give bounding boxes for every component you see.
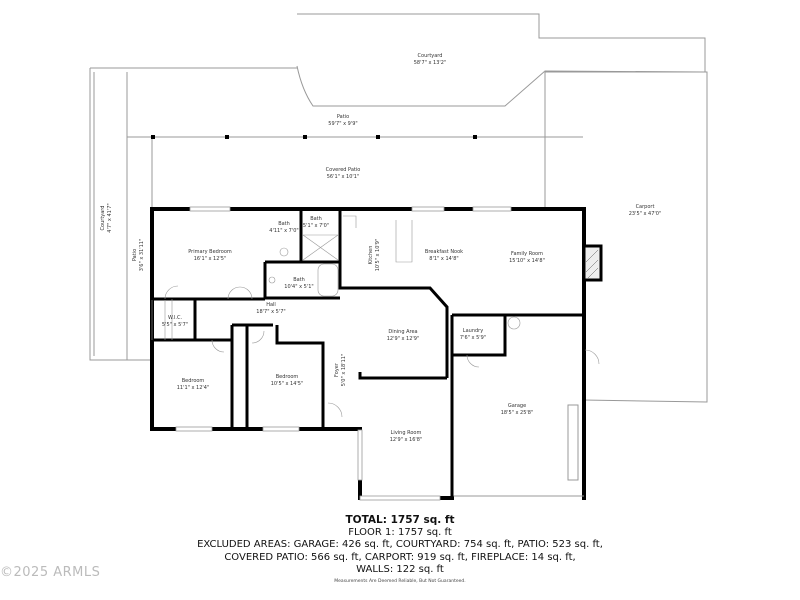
svg-text:59'7" x 9'9": 59'7" x 9'9" <box>328 121 357 127</box>
svg-text:W.I.C.: W.I.C. <box>168 315 183 321</box>
excluded-areas-line-3: WALLS: 122 sq. ft <box>356 564 444 575</box>
svg-text:Carport: Carport <box>636 204 655 210</box>
svg-text:Bedroom: Bedroom <box>182 378 205 384</box>
garage-door-line <box>452 404 584 497</box>
svg-text:16'1" x 12'5": 16'1" x 12'5" <box>194 256 227 262</box>
svg-text:Laundry: Laundry <box>463 328 483 334</box>
excluded-areas-line-2: COVERED PATIO: 566 sq. ft, CARPORT: 919 … <box>224 551 576 563</box>
svg-text:58'7" x 13'2": 58'7" x 13'2" <box>414 60 447 66</box>
excluded-areas-line-1: EXCLUDED AREAS: GARAGE: 426 sq. ft, COUR… <box>197 539 603 550</box>
courtyard-top-outline <box>296 13 706 107</box>
floor-area: FLOOR 1: 1757 sq. ft <box>348 526 452 538</box>
svg-text:Breakfast Nook: Breakfast Nook <box>425 249 463 255</box>
svg-text:7'6" x 5'9": 7'6" x 5'9" <box>460 335 486 341</box>
svg-text:18'7" x 5'7": 18'7" x 5'7" <box>256 309 285 315</box>
watermark: ©2025 ARMLS <box>0 565 101 580</box>
svg-text:Dining Area: Dining Area <box>388 329 417 335</box>
carport-outline <box>544 71 708 403</box>
bathtub-icon <box>317 263 339 297</box>
svg-text:4'11" x 7'0": 4'11" x 7'0" <box>269 228 298 234</box>
fireplace-hatch <box>585 249 599 279</box>
fireplace <box>582 244 603 282</box>
svg-text:5'1" x 7'0": 5'1" x 7'0" <box>303 223 329 229</box>
svg-text:Patio: Patio <box>337 114 349 120</box>
svg-text:Bath: Bath <box>310 216 322 222</box>
sink-icon <box>279 247 289 257</box>
svg-text:Primary Bedroom: Primary Bedroom <box>188 249 232 255</box>
patio-posts <box>151 135 477 139</box>
svg-text:10'4" x 5'1": 10'4" x 5'1" <box>284 284 313 290</box>
patio-outline <box>89 67 583 361</box>
svg-text:Patio: Patio <box>132 249 138 261</box>
svg-text:23'5" x 47'0": 23'5" x 47'0" <box>629 211 662 217</box>
svg-text:18'5" x 25'8": 18'5" x 25'8" <box>501 410 534 416</box>
interior-walls <box>152 209 584 498</box>
svg-text:Covered Patio: Covered Patio <box>326 167 361 173</box>
svg-text:Bath: Bath <box>278 221 290 227</box>
svg-text:Courtyard: Courtyard <box>100 206 106 231</box>
svg-text:Bath: Bath <box>293 277 305 283</box>
svg-text:10'5" x 14'5": 10'5" x 14'5" <box>271 381 304 387</box>
total-area: TOTAL: 1757 sq. ft <box>345 514 455 526</box>
svg-text:4'7" x 41'7": 4'7" x 41'7" <box>107 203 113 232</box>
svg-text:Foyer: Foyer <box>334 362 340 377</box>
svg-text:5'5" x 5'7": 5'5" x 5'7" <box>162 322 188 328</box>
windows <box>175 206 512 501</box>
fixtures <box>151 215 413 340</box>
svg-text:Bedroom: Bedroom <box>276 374 299 380</box>
svg-text:Kitchen: Kitchen <box>368 246 374 265</box>
svg-text:3'6" x 31'11": 3'6" x 31'11" <box>139 239 145 272</box>
svg-text:10'5" x 10'9": 10'5" x 10'9" <box>375 239 381 272</box>
svg-text:Hall: Hall <box>266 302 276 308</box>
svg-text:12'9" x 12'9": 12'9" x 12'9" <box>387 336 420 342</box>
svg-text:12'9" x 16'8": 12'9" x 16'8" <box>390 437 423 443</box>
svg-text:Living Room: Living Room <box>391 430 422 436</box>
svg-text:56'1" x 10'1": 56'1" x 10'1" <box>327 174 360 180</box>
room-label-wic: W.I.C.5'5" x 5'7" <box>162 315 188 328</box>
svg-text:11'1" x 12'4": 11'1" x 12'4" <box>177 385 210 391</box>
svg-text:5'0" x 18'11": 5'0" x 18'11" <box>341 354 347 387</box>
area-summary: TOTAL: 1757 sq. ft FLOOR 1: 1757 sq. ft … <box>0 514 800 577</box>
disclaimer: Measurements Are Deemed Reliable, But No… <box>334 579 466 584</box>
svg-text:Courtyard: Courtyard <box>418 53 443 59</box>
svg-text:Garage: Garage <box>508 403 526 409</box>
svg-text:Family Room: Family Room <box>511 251 543 257</box>
door-swings <box>164 285 600 418</box>
water-heater-icon <box>507 316 521 330</box>
toilet-icon <box>268 276 276 284</box>
svg-text:15'10" x 14'8": 15'10" x 14'8" <box>509 258 545 264</box>
svg-text:8'1" x 14'8": 8'1" x 14'8" <box>429 256 458 262</box>
